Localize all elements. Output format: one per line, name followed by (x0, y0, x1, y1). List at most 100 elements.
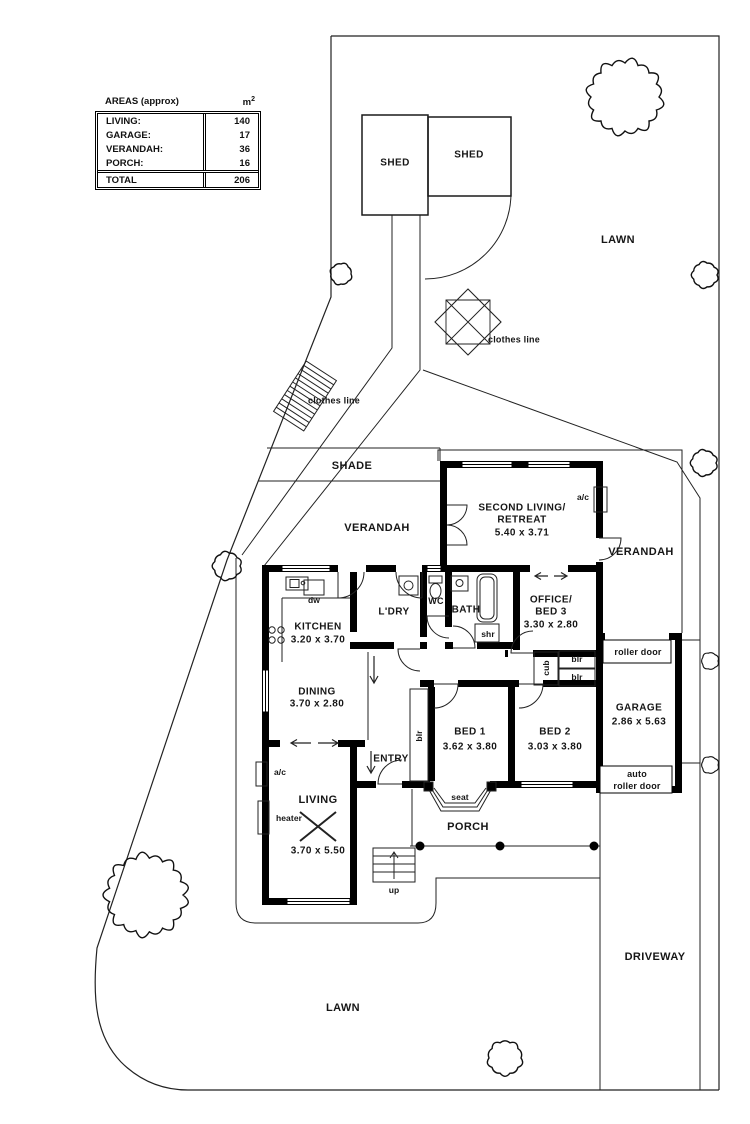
opening-arrow-left (533, 571, 548, 581)
cooktop (268, 626, 276, 634)
auto-roller-door-label2: roller door (613, 781, 661, 791)
seat-label: seat (451, 792, 469, 802)
bed1-label: BED 1 (454, 726, 486, 738)
clothes-line-right-label: clothes line (488, 334, 540, 345)
hall-down-arrow (369, 656, 379, 685)
verandah-right-label: VERANDAH (608, 546, 674, 558)
gate-swing-arc (424, 192, 512, 280)
dining-arrow-right (318, 738, 340, 748)
entry-down-arrow (366, 751, 376, 775)
lawn-bottom-label: LAWN (326, 1002, 360, 1014)
dining-label: DINING (298, 686, 336, 698)
office-door (510, 630, 534, 654)
shower-label: shr (481, 629, 495, 639)
driveway-label: DRIVEWAY (624, 951, 686, 963)
living-dims: 3.70 x 5.50 (290, 845, 346, 857)
dishwasher (303, 579, 325, 596)
heater-label: heater (275, 813, 303, 823)
bathtub (476, 573, 498, 623)
ac-living-label: a/c (273, 767, 287, 777)
bath-vanity (450, 575, 469, 592)
cupboard (533, 651, 559, 686)
verandah-left-label: VERANDAH (344, 522, 410, 534)
bed2-door (518, 683, 544, 709)
robe-office (558, 650, 596, 669)
dining-arrow-left (289, 738, 311, 748)
laundry-label: L'DRY (378, 606, 410, 618)
areas-table-title: AREAS (approx) (105, 96, 179, 107)
robe-office-label: blr (571, 654, 583, 664)
table-row: GARAGE: 17 (98, 128, 258, 143)
ac-second-living-label: a/c (576, 492, 590, 502)
cupboard-label: cub (541, 660, 551, 676)
shed-left-label: SHED (380, 157, 410, 169)
robe-bed2-label: blr (571, 672, 583, 682)
house-walls (262, 461, 682, 905)
porch-edge (410, 789, 600, 847)
bed1-dims: 3.62 x 3.80 (442, 741, 498, 753)
living-label: LIVING (298, 794, 338, 806)
porch-label: PORCH (447, 821, 489, 833)
clothes-line-left-label: clothes line (308, 395, 360, 406)
site-boundary (94, 35, 720, 1091)
areas-table: AREAS (approx) m2 LIVING: 140 GARAGE: 17… (95, 96, 261, 191)
dishwasher-label: dw (307, 595, 321, 605)
shower (474, 623, 500, 643)
opening-arrow-right (554, 571, 569, 581)
porch-posts (415, 841, 599, 851)
table-row: VERANDAH: 36 (98, 142, 258, 157)
entry-front-door (377, 759, 403, 785)
areas-table-unit: m2 (242, 96, 255, 109)
bed2-label: BED 2 (539, 726, 571, 738)
garage-doors (599, 639, 673, 794)
table-total-row: TOTAL 206 (98, 170, 258, 188)
office-dims: 3.30 x 2.80 (523, 619, 579, 631)
auto-roller-door-label: auto (627, 769, 647, 779)
garage-label: GARAGE (615, 702, 663, 714)
toilet-pan (429, 583, 442, 599)
kitchen-sink (285, 576, 309, 591)
kitchen-dims: 3.20 x 3.70 (290, 634, 346, 646)
shed-path-right-edge (263, 215, 421, 567)
tree-icon (585, 57, 665, 137)
ac-unit-second-living (593, 486, 608, 513)
office-label2: BED 3 (535, 606, 567, 618)
bed2-dims: 3.03 x 3.80 (527, 741, 583, 753)
up-arrow (389, 851, 399, 879)
laundry-trough (398, 575, 419, 596)
paths-and-driveway (235, 192, 701, 1090)
second-living-dims: 5.40 x 3.71 (494, 527, 550, 539)
bed1-robe (409, 688, 429, 782)
shade-label: SHADE (331, 460, 373, 472)
laundry-back-door (395, 571, 423, 599)
second-living-label: SECOND LIVING/ (478, 502, 566, 514)
entry-stairs (372, 847, 416, 883)
robe-bed2 (558, 668, 596, 687)
shed-path-left-edge (241, 215, 393, 556)
tree-icon (690, 260, 719, 290)
rear-fence-line (422, 369, 701, 1090)
office-label: OFFICE/ (529, 594, 573, 606)
kitchen-bench (281, 597, 350, 662)
ac-unit-living (255, 761, 268, 787)
second-living-label2: RETREAT (497, 514, 547, 526)
fixtures (255, 486, 608, 842)
windows (262, 461, 574, 905)
roller-door-box (602, 639, 672, 664)
shed-right-label: SHED (454, 149, 484, 161)
kitchen-label: KITCHEN (294, 621, 342, 633)
second-living-verandah-door (598, 537, 622, 561)
rotary-clothesline (434, 288, 502, 356)
dining-dims: 3.70 x 2.80 (289, 698, 345, 710)
tree-icon (102, 851, 189, 939)
verandah-roof-lines (437, 449, 683, 633)
wc-door (426, 615, 450, 639)
sheds (361, 114, 512, 216)
shed-right-outline (427, 116, 512, 197)
hall-laundry-door (397, 648, 421, 672)
flow-arrows (289, 571, 569, 775)
tree-icon (329, 262, 353, 286)
fence-ticks (682, 639, 700, 764)
